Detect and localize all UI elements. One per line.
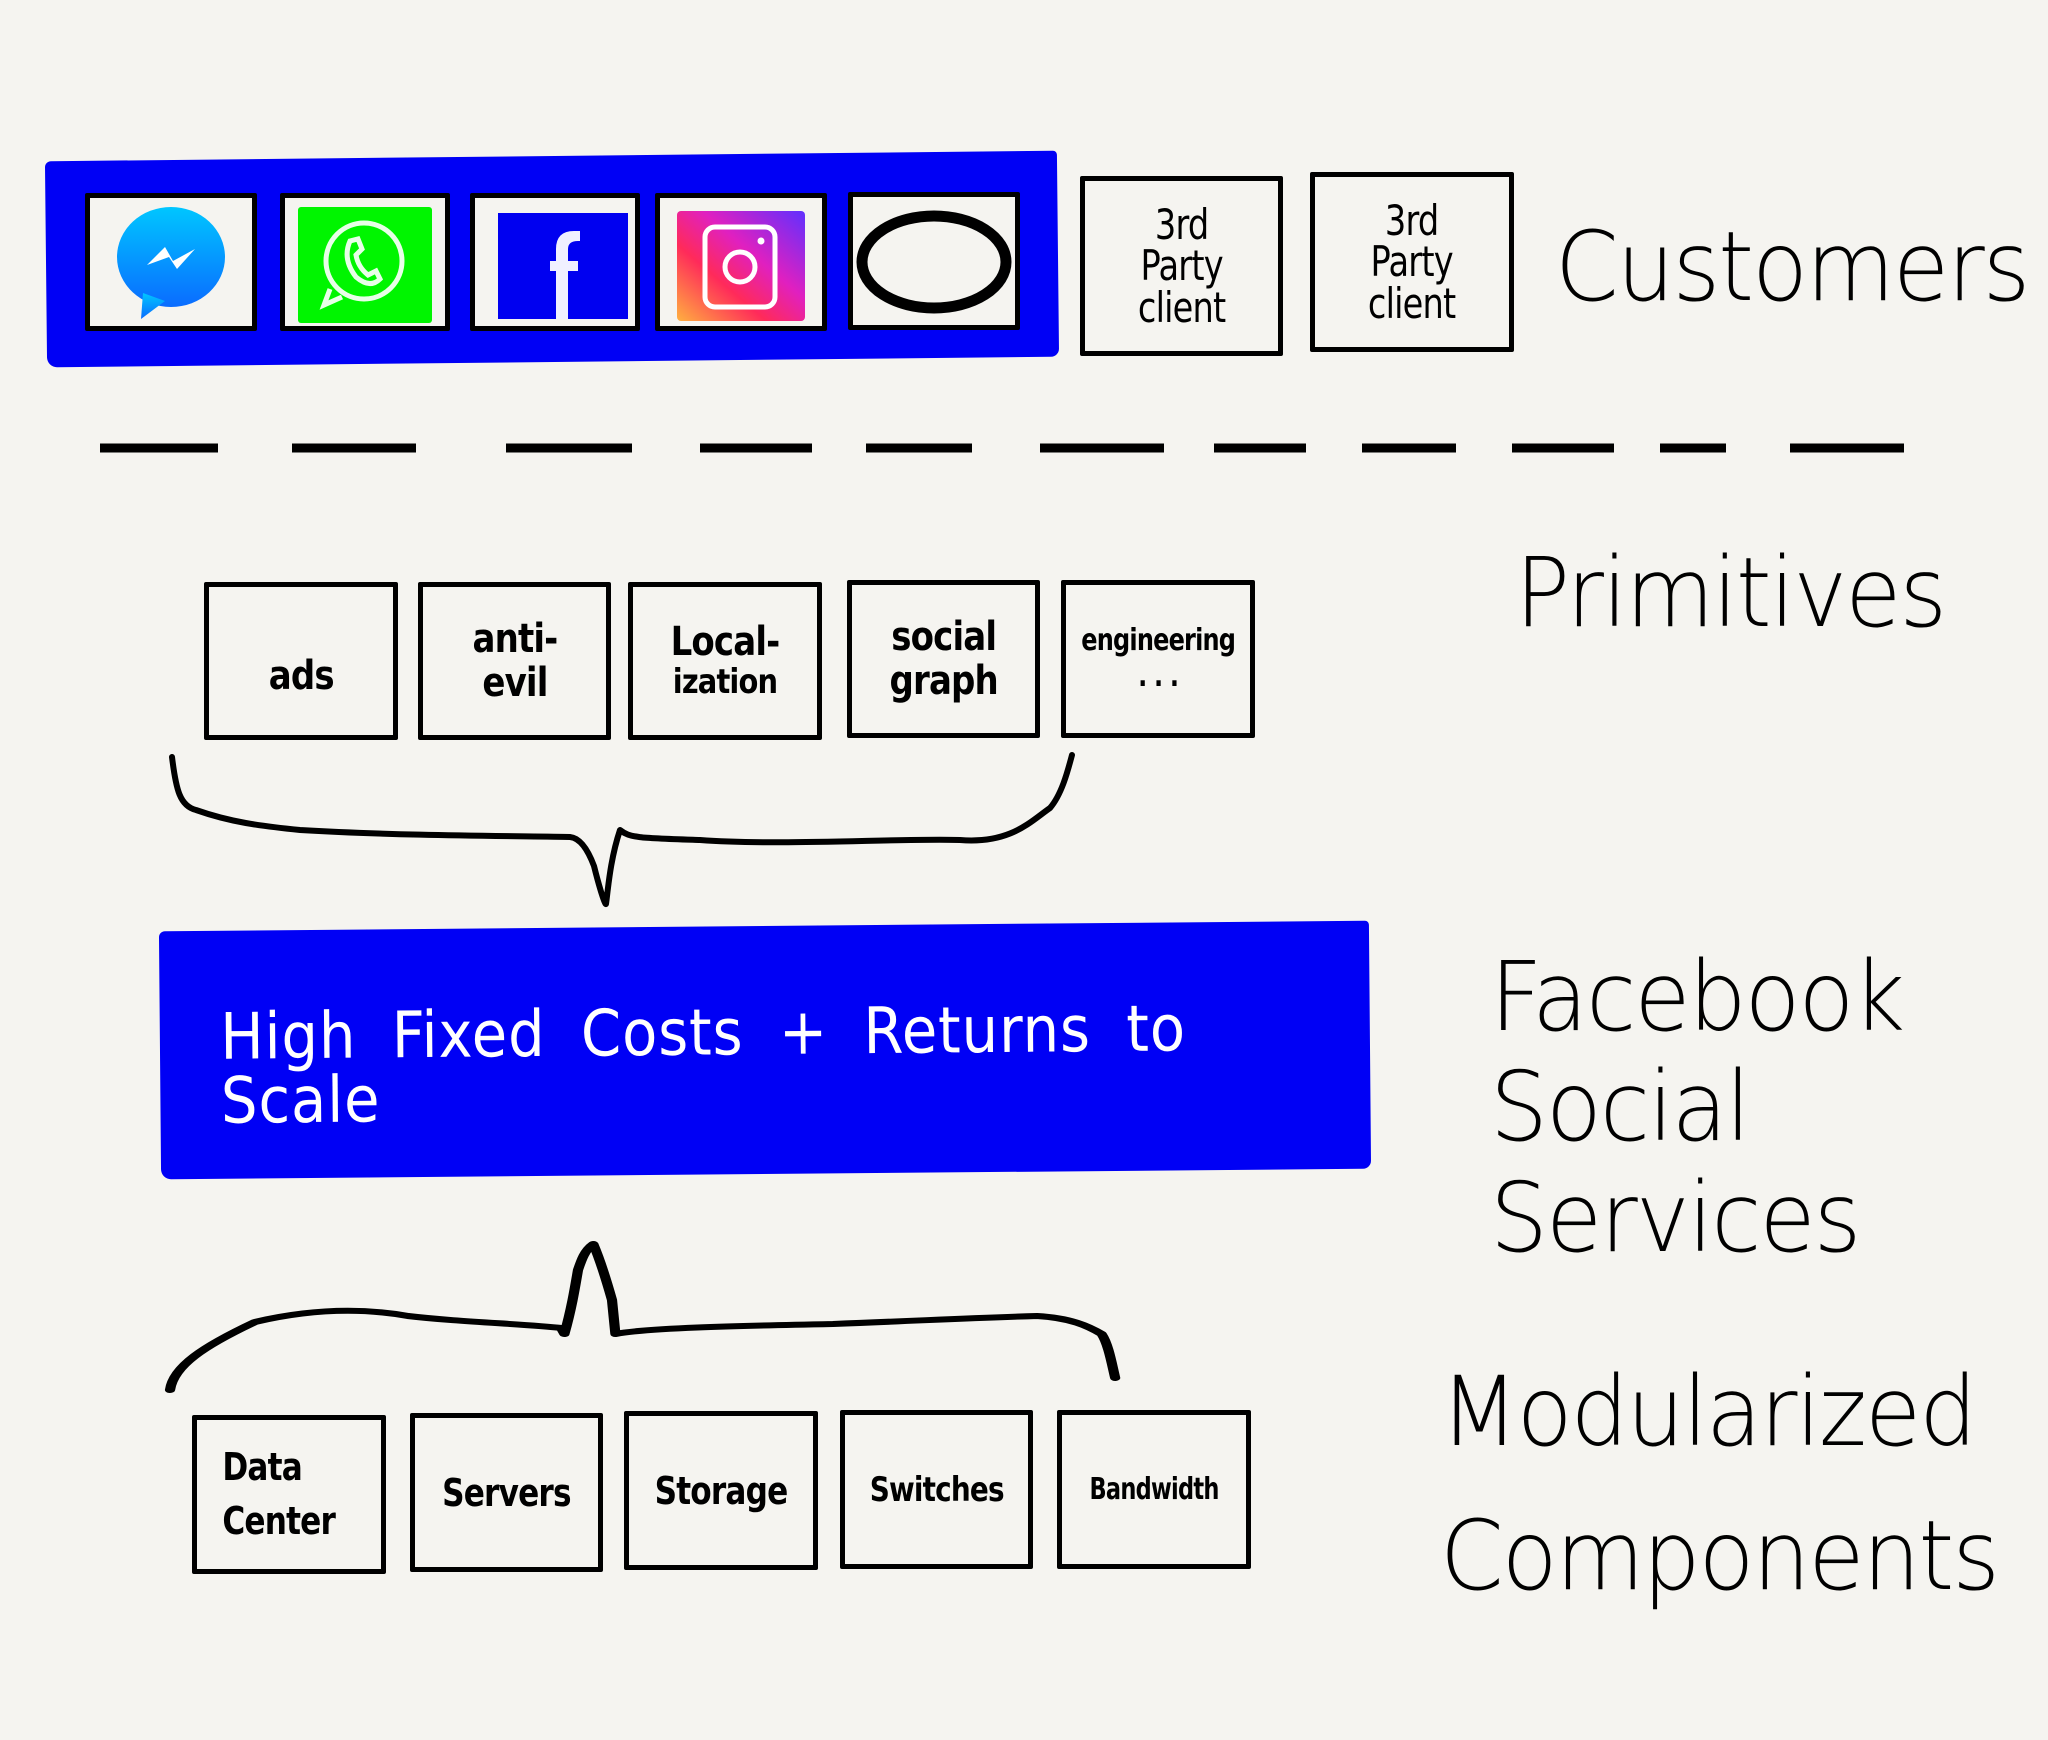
- brace-primitives: [169, 752, 1075, 908]
- third-party-client-2: 3rd Party client: [1310, 172, 1514, 352]
- component-line: Servers: [442, 1470, 571, 1515]
- app-tile-facebook: [470, 193, 640, 331]
- primitive-line: Local-: [670, 619, 781, 666]
- whatsapp-icon: [298, 207, 432, 323]
- primitive-ads: ads: [204, 582, 398, 740]
- component-line: Center: [222, 1498, 336, 1543]
- messenger-icon: [117, 207, 225, 319]
- app-tile-instagram: [655, 193, 827, 331]
- label-line: Facebook: [1490, 941, 1905, 1053]
- component-line: Bandwidth: [1089, 1471, 1219, 1507]
- app-tile-whatsapp: [280, 193, 450, 331]
- third-party-line: 3rd: [1154, 200, 1209, 250]
- instagram-icon: [677, 211, 805, 321]
- component-data-center: Data Center: [192, 1415, 386, 1574]
- brace-components: [164, 1241, 1121, 1393]
- component-switches: Switches: [840, 1410, 1033, 1569]
- primitive-line: . . .: [1137, 659, 1179, 694]
- modularized-components-label: Modularized Components: [1440, 1340, 2000, 1628]
- label-line: Social Services: [1490, 1051, 1861, 1274]
- primitive-anti-evil: anti- evil: [418, 582, 611, 740]
- component-servers: Servers: [410, 1413, 603, 1572]
- primitive-line: evil: [481, 660, 548, 706]
- primitive-line: graph: [889, 658, 998, 704]
- primitive-localization: Local- ization: [628, 582, 822, 740]
- primitive-line: social: [891, 614, 997, 660]
- third-party-line: Party: [1140, 241, 1223, 291]
- core-text: High Fixed Costs + Returns to Scale: [220, 992, 1187, 1139]
- label-line: Modularized: [1440, 1356, 1977, 1468]
- facebook-icon: [498, 213, 628, 319]
- component-line: Switches: [869, 1469, 1004, 1510]
- primitive-engineering: engineering . . .: [1061, 580, 1255, 738]
- primitives-label: Primitives: [1515, 537, 1947, 649]
- app-tile-oculus: [848, 192, 1020, 330]
- third-party-line: client: [1137, 282, 1226, 332]
- component-bandwidth: Bandwidth: [1057, 1410, 1251, 1569]
- facebook-social-services-label: Facebook Social Services: [1490, 942, 2020, 1273]
- primitive-line: ization: [672, 662, 778, 703]
- third-party-client-1: 3rd Party client: [1080, 176, 1283, 356]
- primitive-line: ads: [268, 653, 335, 699]
- third-party-line: 3rd: [1385, 196, 1439, 246]
- third-party-line: Party: [1370, 237, 1454, 287]
- label-line: Components: [1440, 1500, 2000, 1612]
- component-storage: Storage: [624, 1411, 818, 1570]
- app-tile-messenger: [85, 193, 257, 331]
- primitive-line: anti-: [472, 616, 558, 662]
- component-line: Storage: [654, 1468, 789, 1513]
- social-services-core: High Fixed Costs + Returns to Scale: [158, 920, 1372, 1180]
- primitive-social-graph: social graph: [847, 580, 1040, 738]
- customers-label: Customers: [1555, 211, 2030, 323]
- third-party-line: client: [1368, 278, 1456, 328]
- primitive-line: engineering: [1081, 623, 1236, 658]
- component-line: Data: [222, 1445, 303, 1490]
- oculus-icon: [856, 210, 1012, 314]
